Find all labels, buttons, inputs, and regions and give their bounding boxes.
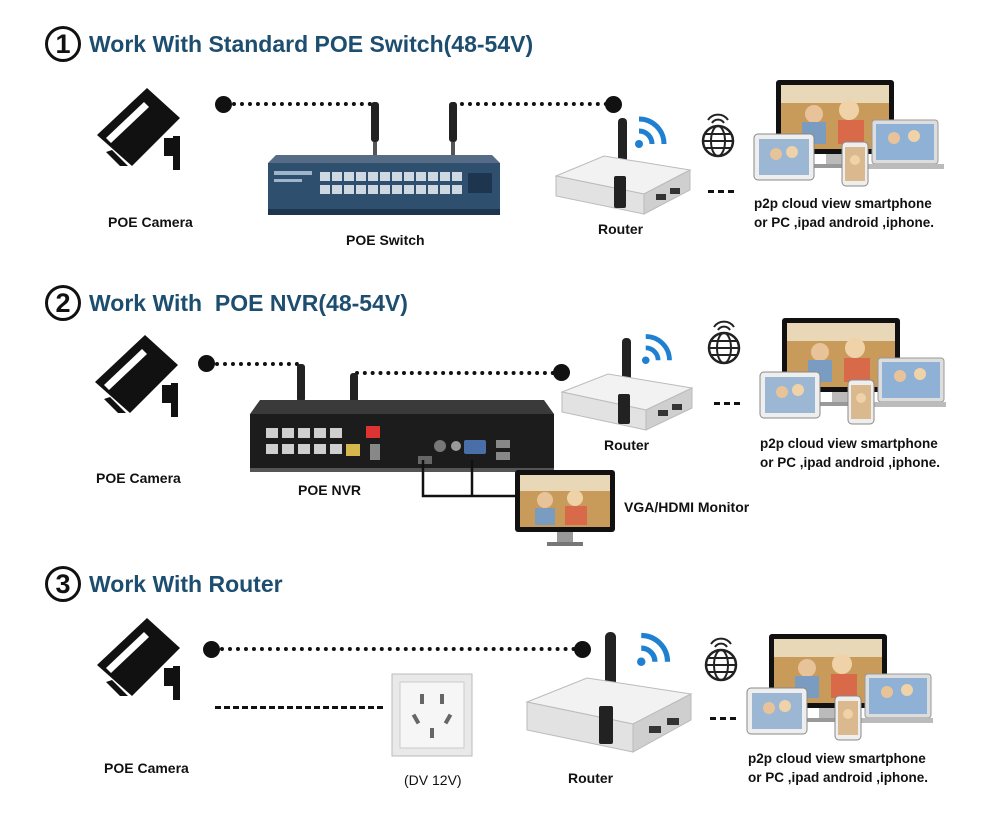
wifi-icon [641, 334, 672, 365]
cable-plug [449, 102, 457, 158]
section-1-camera-label: POE Camera [108, 214, 193, 230]
section-1-p2p-text: p2p cloud view smartphone or PC ,ipad an… [754, 194, 934, 232]
devices-icon [753, 80, 944, 187]
globe-icon [707, 320, 741, 365]
cable-line [714, 402, 740, 405]
devices-icon [746, 634, 933, 741]
section-2-camera-label: POE Camera [96, 470, 181, 486]
section-2-router-label: Router [604, 437, 650, 453]
wifi-icon [637, 632, 671, 666]
section-3-power-label: (DV 12V) [404, 772, 462, 788]
power-cable-line [215, 706, 383, 709]
p2p-line1: p2p cloud view smartphone [760, 436, 938, 451]
connector-dot [605, 96, 622, 113]
devices-icon [759, 318, 946, 425]
section-1-title: Work With Standard POE Switch(48-54V) [89, 30, 534, 57]
router-icon [554, 118, 692, 215]
globe-icon [704, 637, 738, 682]
connector-dot [574, 641, 591, 658]
section-2-title: Work With POE NVR(48-54V) [89, 289, 408, 316]
p2p-line2: or PC ,ipad android ,iphone. [748, 770, 929, 785]
connector-dot [553, 364, 570, 381]
p2p-line2: or PC ,ipad android ,iphone. [760, 455, 941, 470]
cable-line [355, 371, 555, 375]
section-2-number: 2 [45, 285, 81, 321]
p2p-line2: or PC ,ipad android ,iphone. [754, 215, 935, 230]
section-1-switch-label: POE Switch [346, 232, 425, 248]
switch-icon [268, 155, 500, 215]
section-1-router-label: Router [598, 221, 644, 237]
cable-line [708, 190, 734, 193]
cable-line [215, 362, 299, 366]
connector-dot [198, 355, 215, 372]
wifi-icon [635, 116, 667, 148]
section-1-number: 1 [45, 26, 81, 62]
cable-plug [371, 102, 379, 158]
p2p-line1: p2p cloud view smartphone [754, 196, 932, 211]
section-2-p2p-text: p2p cloud view smartphone or PC ,ipad an… [760, 434, 940, 472]
section-2-monitor-label: VGA/HDMI Monitor [624, 499, 750, 515]
p2p-line1: p2p cloud view smartphone [748, 751, 926, 766]
camera-icon [97, 88, 180, 170]
monitor-icon [515, 470, 615, 546]
nvr-icon [250, 400, 554, 472]
section-2-heading: 2 Work With POE NVR(48-54V) [45, 285, 408, 321]
section-3-router-label: Router [568, 770, 614, 786]
router-icon [525, 632, 693, 753]
section-1-heading: 1 Work With Standard POE Switch(48-54V) [45, 26, 533, 62]
cable-line [220, 647, 576, 651]
section-3-heading: 3 Work With Router [45, 566, 283, 602]
globe-icon [701, 113, 735, 158]
cable-line [452, 102, 608, 106]
cable-line [710, 717, 736, 720]
section-3-camera-label: POE Camera [104, 760, 189, 776]
section-3-title: Work With Router [89, 570, 283, 597]
section-2-nvr-label: POE NVR [298, 482, 362, 498]
power-outlet-icon [391, 673, 473, 757]
section-3-number: 3 [45, 566, 81, 602]
router-icon [560, 338, 694, 431]
monitor-cable [421, 460, 516, 498]
camera-icon [95, 335, 178, 417]
connector-dot [203, 641, 220, 658]
camera-icon [97, 618, 180, 700]
connector-dot [215, 96, 232, 113]
cable-line [232, 102, 372, 106]
section-3-p2p-text: p2p cloud view smartphone or PC ,ipad an… [748, 749, 928, 787]
